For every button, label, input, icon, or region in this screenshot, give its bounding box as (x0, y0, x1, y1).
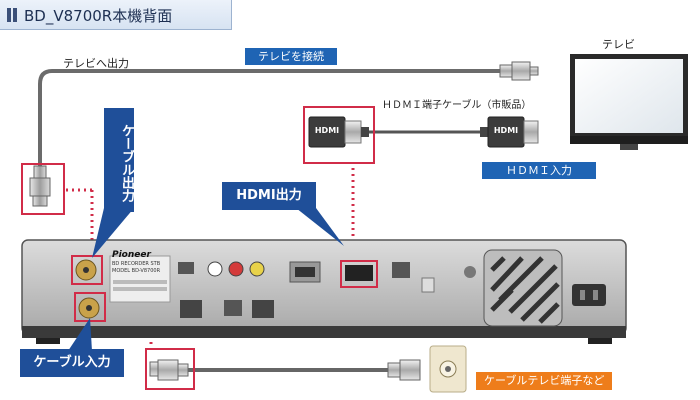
highlight-cable-in-plug (145, 348, 195, 390)
callout-cable-in: ケーブル入力 (20, 349, 124, 377)
callout-cable-out: ケーブル出力 (104, 108, 134, 212)
callout-cable-out-pointer (92, 208, 134, 258)
hdmi-plug-left-text: HDMI (314, 126, 340, 135)
f-connector-tv (499, 61, 539, 81)
label-connect-tv: テレビを接続 (245, 48, 337, 65)
f-connector-cable-in (149, 359, 189, 381)
highlight-cable-out-plug (21, 163, 65, 215)
model-line: BD RECORDER STB (112, 261, 161, 267)
title-marker (13, 8, 17, 22)
fan-grille (483, 249, 563, 327)
model-number: MODEL BD-V8700R (112, 268, 161, 274)
label-cable-tv-terminal: ケーブルテレビ端子など (476, 372, 613, 390)
label-hdmi-input: ＨＤＭＩ入力 (482, 162, 596, 179)
brand-logo: Pioneer (112, 250, 151, 260)
antenna-cable-to-tv (38, 69, 508, 168)
highlight-hdmi-plug (303, 106, 375, 164)
hdmi-plug-left (308, 116, 369, 148)
title-tab (0, 0, 232, 30)
callout-hdmi-out-pointer (296, 208, 344, 246)
f-connector-cable-out (29, 165, 51, 207)
highlight-hdmi-port (340, 260, 378, 288)
callout-cable-in-pointer (68, 318, 92, 351)
f-connector-wall-side (387, 359, 421, 381)
title-marker (7, 8, 11, 22)
label-to-tv-out: テレビへ出力 (63, 57, 129, 70)
page-title: BD_V8700R本機背面 (24, 7, 173, 25)
wall-antenna-terminal (429, 345, 467, 393)
tv-illustration (570, 54, 688, 150)
label-hdmi-cable: ＨＤＭＩ端子ケーブル（市販品） (382, 100, 532, 111)
hdmi-plug-right-text: HDMI (493, 126, 519, 135)
hdmi-plug-right (480, 116, 539, 148)
recorder-rear-panel (21, 239, 627, 344)
callout-hdmi-out: HDMI出力 (222, 182, 316, 210)
label-tv: テレビ (602, 38, 635, 51)
highlight-cable-out-port (71, 255, 103, 285)
